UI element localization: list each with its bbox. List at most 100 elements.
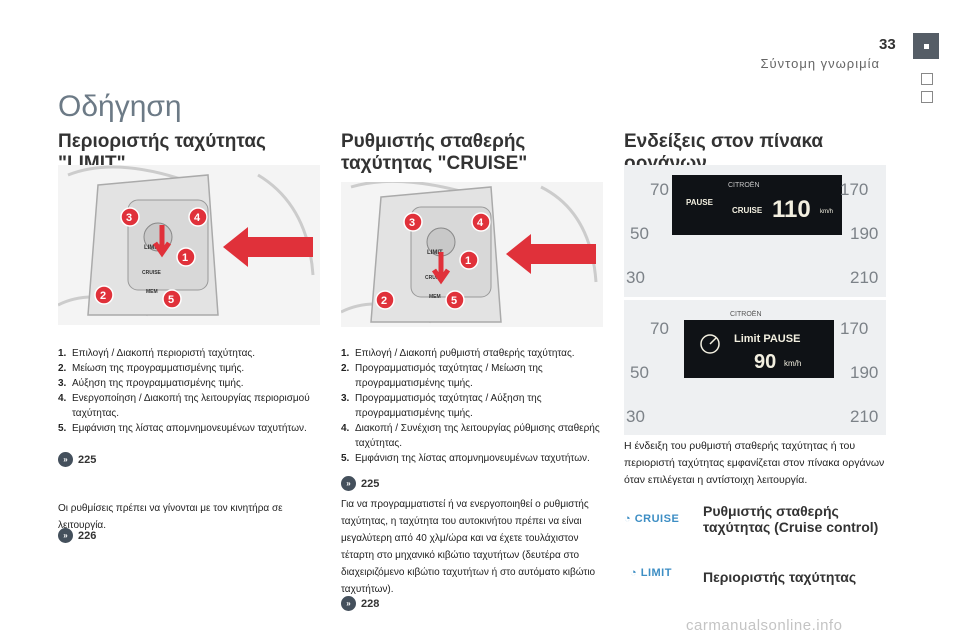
list-item: 2.Προγραμματισμός ταχύτητας / Μείωση της… [341, 363, 543, 389]
limit-steering-illustration: LIMIT CRUISE MEM 3 4 1 2 5 [58, 165, 320, 325]
page-ref-number: 226 [78, 529, 97, 542]
steering-wheel-cruise-svg: LIMIT CRUISE MEM 3 4 1 2 5 [341, 182, 598, 324]
gauge-num: 190 [850, 363, 878, 382]
gauge-num: 70 [650, 180, 669, 199]
gauge-num: 170 [840, 319, 868, 338]
cruise-label: CRUISE [425, 275, 445, 281]
watermark: carmanualsonline.info [686, 617, 843, 634]
cruise-title-line-2: ταχύτητας "CRUISE" [341, 153, 528, 174]
dash-speed: 90 [754, 351, 776, 373]
svg-text:5: 5 [168, 294, 174, 306]
gauge-num: 50 [630, 224, 649, 243]
cruise-icon-label: CRUISE [634, 513, 680, 525]
cruise-caption: Ρυθμιστής σταθερής ταχύτητας (Cruise con… [703, 503, 879, 535]
limit-button-list: 1.Επιλογή / Διακοπή περιοριστή ταχύτητας… [58, 346, 328, 436]
list-item: 1.Επιλογή / Διακοπή ρυθμιστή σταθερής τα… [341, 348, 575, 359]
big-arrow-icon [506, 234, 596, 274]
page-ref-link[interactable]: » 228 [341, 596, 379, 611]
tab-marker-icon [924, 44, 929, 49]
callout-5: 5 [445, 290, 465, 310]
dash-mode: CRUISE [732, 206, 763, 215]
limit-dashboard-photo: CITROËN Limit PAUSE 90 km/h 70 50 30 170… [624, 300, 886, 435]
callout-4: 4 [188, 207, 208, 227]
svg-text:4: 4 [194, 212, 201, 224]
dash-status: Limit PAUSE [734, 333, 800, 345]
callout-2: 2 [94, 285, 114, 305]
callout-4: 4 [471, 212, 491, 232]
gauge-num: 170 [840, 180, 868, 199]
limit-icon-label: LIMIT [640, 567, 672, 579]
callout-3: 3 [120, 207, 140, 227]
cruise-section-title: Ρυθμιστής σταθερής ταχύτητας "CRUISE" [341, 131, 611, 175]
dash-status: PAUSE [686, 198, 714, 207]
big-arrow-icon [223, 227, 313, 267]
page-ref-number: 225 [78, 453, 97, 466]
page-number: 33 [879, 36, 896, 53]
dash-unit: km/h [784, 359, 801, 368]
speedometer-icon: ◔ [630, 567, 638, 579]
page-ref-link[interactable]: » 226 [58, 528, 96, 543]
dash-speed: 110 [772, 196, 811, 223]
double-arrow-icon: » [341, 596, 356, 611]
steering-wheel-limit-svg: LIMIT CRUISE MEM 3 4 1 2 5 [58, 165, 315, 317]
cruise-dashboard-photo: CITROËN PAUSE CRUISE 110 km/h 70 50 30 1… [624, 165, 886, 297]
cruise-note: Για να προγραμματιστεί ή να ενεργοποιηθε… [341, 499, 596, 595]
gauge-num: 50 [630, 363, 649, 382]
section-tab-empty-1[interactable] [921, 73, 933, 85]
callout-5: 5 [162, 289, 182, 309]
speedometer-icon: ◔ [624, 513, 632, 525]
cruise-button-list: 1.Επιλογή / Διακοπή ρυθμιστή σταθερής τα… [341, 346, 607, 466]
callout-2: 2 [375, 290, 395, 310]
mem-label: MEM [429, 294, 441, 300]
double-arrow-icon: » [58, 452, 73, 467]
svg-text:5: 5 [451, 295, 457, 307]
gauge-num: 70 [650, 319, 669, 338]
callout-3: 3 [403, 212, 423, 232]
cruise-steering-illustration: LIMIT CRUISE MEM 3 4 1 2 5 [341, 182, 603, 327]
dash-unit: km/h [820, 209, 833, 215]
svg-text:1: 1 [182, 252, 188, 264]
limit-label: LIMIT [427, 250, 443, 256]
list-item: 4.Ενεργοποίηση / Διακοπή της λειτουργίας… [58, 393, 310, 419]
cruise-dashboard-svg: CITROËN PAUSE CRUISE 110 km/h 70 50 30 1… [624, 165, 886, 297]
dash-brand: CITROËN [730, 310, 762, 318]
mem-label: MEM [146, 289, 158, 295]
list-item: 1.Επιλογή / Διακοπή περιοριστή ταχύτητας… [58, 348, 255, 359]
page-subtitle: Σύντομη γνωριμία [760, 56, 880, 71]
list-item: 5.Εμφάνιση της λίστας απομνημονευμένων τ… [341, 453, 590, 464]
limit-note: Οι ρυθμίσεις πρέπει να γίνονται με τον κ… [58, 503, 283, 531]
svg-text:2: 2 [100, 290, 106, 302]
page-ref-link[interactable]: » 225 [58, 452, 96, 467]
gauge-num: 30 [626, 268, 645, 287]
svg-text:1: 1 [465, 255, 471, 267]
double-arrow-icon: » [58, 528, 73, 543]
page-ref-number: 225 [361, 477, 380, 490]
list-item: 4.Διακοπή / Συνέχιση της λειτουργίας ρύθ… [341, 423, 600, 449]
chapter-title: Οδήγηση [58, 90, 182, 123]
gauge-num: 210 [850, 407, 878, 426]
double-arrow-icon: » [341, 476, 356, 491]
section-tab-empty-2[interactable] [921, 91, 933, 103]
list-item: 3.Αύξηση της προγραμματισμένης τιμής. [58, 378, 244, 389]
callout-1: 1 [459, 250, 479, 270]
page-ref-link[interactable]: » 225 [341, 476, 379, 491]
gauge-num: 30 [626, 407, 645, 426]
limit-caption: Περιοριστής ταχύτητας [703, 569, 857, 585]
limit-dashboard-svg: CITROËN Limit PAUSE 90 km/h 70 50 30 170… [624, 300, 886, 435]
cruise-label: CRUISE [142, 270, 162, 276]
limit-gauge-icon [700, 334, 720, 354]
gauge-num: 190 [850, 224, 878, 243]
limit-indicator-icon: ◔ LIMIT [630, 567, 672, 579]
cruise-title-line-1: Ρυθμιστής σταθερής [341, 131, 526, 152]
limit-label: LIMIT [144, 245, 160, 251]
svg-text:3: 3 [126, 212, 132, 224]
page-ref-number: 228 [361, 597, 380, 610]
list-item: 3.Προγραμματισμός ταχύτητας / Αύξηση της… [341, 393, 542, 419]
list-item: 5.Εμφάνιση της λίστας απομνημονευμένων τ… [58, 423, 307, 434]
section-tab[interactable] [913, 33, 939, 59]
list-item: 2.Μείωση της προγραμματισμένης τιμής. [58, 363, 245, 374]
svg-text:3: 3 [409, 217, 415, 229]
display-description: Η ένδειξη του ρυθμιστή σταθερής ταχύτητα… [624, 440, 885, 486]
cruise-indicator-icon: ◔ CRUISE [624, 513, 679, 525]
gauge-num: 210 [850, 268, 878, 287]
